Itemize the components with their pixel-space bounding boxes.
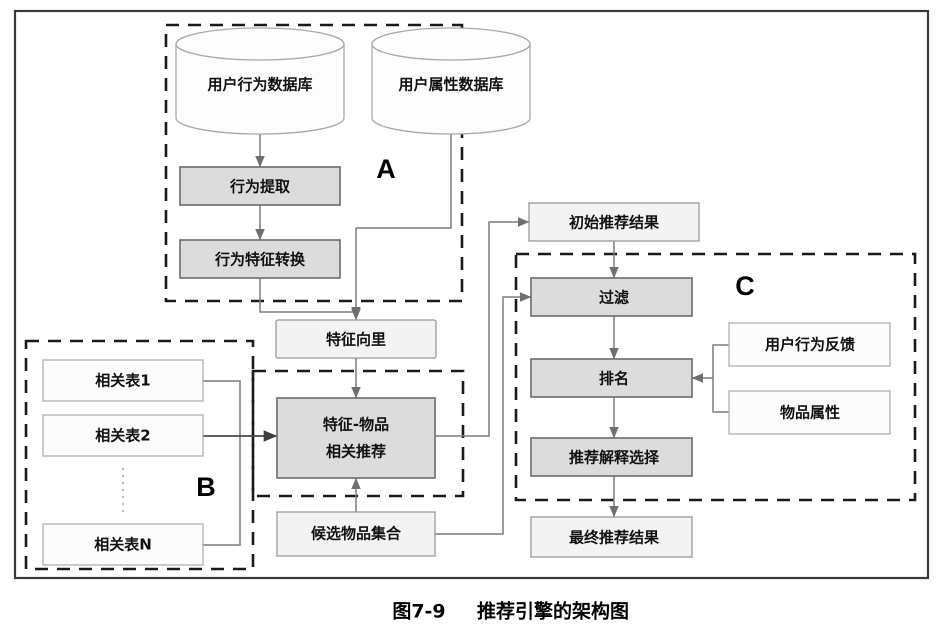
group-b-boundary xyxy=(24,339,255,571)
group-middle-boundary xyxy=(251,369,465,498)
connector-itemattr-bus xyxy=(712,378,729,413)
node-label: 推荐解释选择 xyxy=(569,449,660,467)
node-label: 过滤 xyxy=(599,289,629,307)
node-reco-explanation-select: 推荐解释选择 xyxy=(530,437,693,477)
node-label: 相关表2 xyxy=(95,427,150,445)
group-label-b: B xyxy=(196,472,216,502)
node-user-behavior-feedback: 用户行为反馈 xyxy=(728,322,891,367)
node-label: 用户属性数据库 xyxy=(398,76,503,94)
connector-feedback-bus xyxy=(712,344,729,378)
node-label: 相关表1 xyxy=(95,372,150,390)
node-filter: 过滤 xyxy=(530,277,693,317)
node-label: 初始推荐结果 xyxy=(569,214,660,232)
node-label-line1: 特征-物品 xyxy=(323,416,389,434)
node-related-table-1: 相关表1 xyxy=(42,359,204,402)
caption-number: 图7-9 xyxy=(392,601,445,623)
connector-attributedb-down xyxy=(356,132,452,229)
connector-transform-to-featurevector xyxy=(259,278,361,321)
group-label-c: C xyxy=(735,271,755,301)
node-label: 特征向里 xyxy=(326,331,386,349)
node-label: 用户行为反馈 xyxy=(765,336,855,354)
node-label: 行为提取 xyxy=(229,178,291,196)
node-label: 最终推荐结果 xyxy=(569,529,660,547)
node-related-table-n: 相关表N xyxy=(42,523,204,566)
group-c-boundary xyxy=(514,252,917,502)
connector-reco-to-initial xyxy=(435,217,530,437)
node-label: 物品属性 xyxy=(780,404,840,422)
connector-tablen-bus xyxy=(203,436,241,546)
caption-title: 推荐引擎的架构图 xyxy=(477,600,629,623)
node-label: 相关表N xyxy=(94,536,152,554)
group-label-a: A xyxy=(376,154,396,184)
node-behavior-extract: 行为提取 xyxy=(179,166,341,206)
connector-candidate-to-filter xyxy=(435,292,532,535)
node-label: 用户行为数据库 xyxy=(207,76,312,94)
node-label: 排名 xyxy=(599,370,629,388)
node-ranking: 排名 xyxy=(530,358,693,398)
node-label: 行为特征转换 xyxy=(214,251,306,269)
node-behavior-feature-transform: 行为特征转换 xyxy=(179,239,341,279)
figure-border xyxy=(13,9,930,580)
node-item-attribute: 物品属性 xyxy=(728,390,891,435)
node-initial-reco-result: 初始推荐结果 xyxy=(528,202,700,242)
node-feature-item-recommendation: 特征-物品 相关推荐 xyxy=(276,397,436,479)
node-related-table-2: 相关表2 xyxy=(42,414,204,457)
node-user-attribute-db: 用户属性数据库 xyxy=(371,27,531,135)
node-user-behavior-db: 用户行为数据库 xyxy=(175,27,345,135)
node-label: 候选物品集合 xyxy=(311,525,402,543)
node-final-reco-result: 最终推荐结果 xyxy=(530,516,693,558)
connector-table1-bus xyxy=(203,380,241,436)
node-candidate-item-set: 候选物品集合 xyxy=(276,511,436,557)
node-label-line2: 相关推荐 xyxy=(326,443,386,461)
node-feature-vector: 特征向里 xyxy=(275,319,437,359)
